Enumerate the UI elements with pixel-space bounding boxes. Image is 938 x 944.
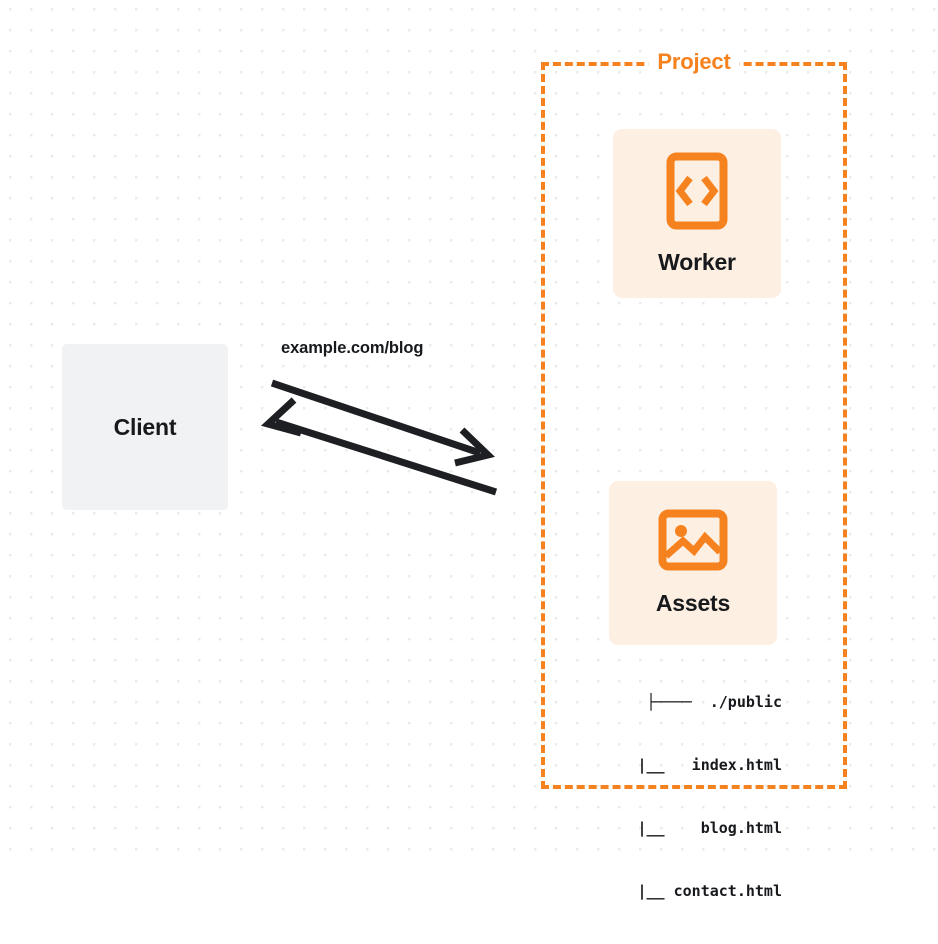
worker-node-label: Worker [658, 248, 736, 275]
assets-file-tree: ├──── ./public |__ index.html |__ blog.h… [584, 650, 782, 944]
file-tree-row: |__ index.html [601, 756, 782, 774]
project-container: Project [541, 49, 847, 789]
request-arrow [270, 379, 496, 467]
assets-node[interactable]: Assets [609, 481, 777, 645]
file-tree-row: ├──── ./public [646, 693, 782, 711]
client-node[interactable]: Client [62, 344, 228, 510]
code-brackets-icon [666, 152, 728, 235]
file-tree-row: |__ contact.html [601, 882, 782, 900]
worker-node[interactable]: Worker [613, 129, 781, 298]
project-title: Project [648, 49, 740, 75]
assets-node-label: Assets [655, 590, 731, 616]
response-arrow [260, 397, 498, 496]
diagram-canvas: Client example.com/blog Project Worker [0, 0, 938, 900]
connection-label: example.com/blog [281, 339, 424, 357]
connection-arrows [260, 379, 498, 496]
image-icon [658, 509, 728, 576]
client-node-label: Client [113, 413, 177, 440]
file-tree-row: |__ blog.html [601, 819, 782, 837]
